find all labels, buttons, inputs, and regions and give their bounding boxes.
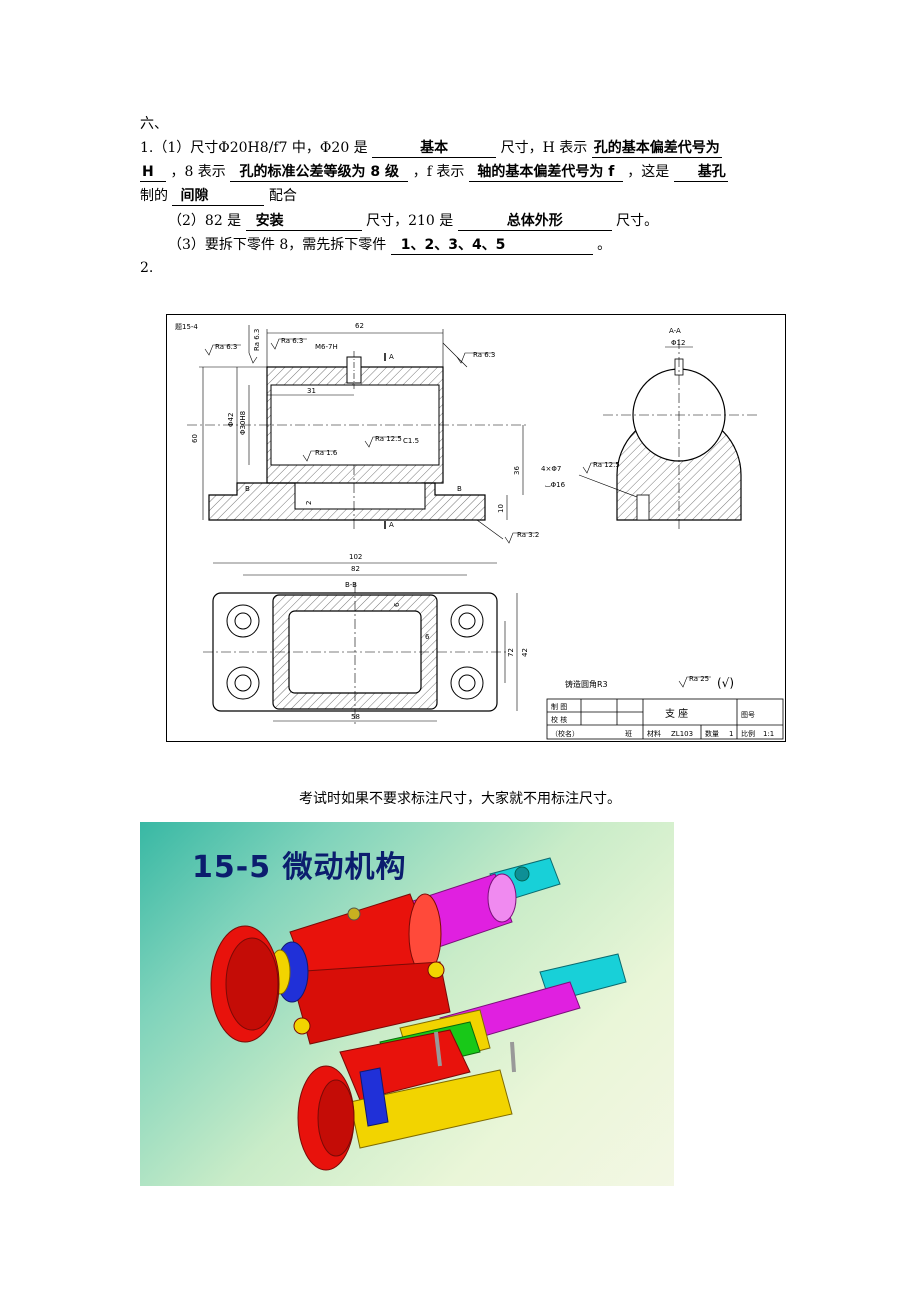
- counterbore-callout: ⌴Φ16: [545, 481, 566, 489]
- q1-line-2: H ，8 表示 孔的标准公差等级为 8 级 ，f 表示 轴的基本偏差代号为 f …: [140, 162, 728, 182]
- section-marker-b-right: B: [457, 485, 462, 493]
- roughness-7: Ra 12.5: [593, 461, 620, 469]
- title-material: ZL103: [671, 730, 693, 738]
- title-scale: 1:1: [763, 730, 774, 738]
- side-section-view: [578, 339, 757, 530]
- top-section-view: [203, 562, 518, 725]
- roughness-3: Ra 6.3: [473, 351, 495, 359]
- title-drawing-no: 图号: [741, 711, 755, 719]
- answer-210: 总体外形: [457, 212, 612, 231]
- thread-callout: M6-7H: [315, 343, 338, 351]
- title-drawn: 制 图: [551, 702, 567, 711]
- title-qty: 1: [729, 730, 733, 738]
- holes-callout: 4×Φ7: [541, 465, 561, 473]
- roughness-general: Ra 25: [689, 675, 709, 683]
- roughness-6: Ra 12.5: [375, 435, 402, 443]
- title-class: 班: [625, 729, 632, 738]
- title-checked: 校 核: [551, 715, 567, 724]
- dim-58: 58: [351, 713, 360, 721]
- section-number: 六、: [140, 116, 168, 132]
- q1-text: （2）82 是: [168, 213, 242, 229]
- dim-72: 72: [507, 648, 515, 657]
- problem-id: 题15-4: [175, 323, 198, 331]
- dim-42-top: 42: [521, 648, 529, 657]
- q1-text: 。: [597, 237, 612, 253]
- answer-h: 孔的基本偏差代号为: [591, 140, 722, 158]
- section-marker-a-bottom: A: [389, 521, 394, 529]
- roughness-5: Ra 1.6: [315, 449, 338, 457]
- q1-text: 配合: [268, 188, 297, 204]
- dim-phi12: Φ12: [671, 339, 685, 347]
- roughness-2: Ra 6.3: [281, 337, 303, 345]
- drawing-canvas: 题15-4: [175, 322, 784, 740]
- q1-text: 制的: [140, 188, 168, 204]
- answer-system: 基孔: [673, 163, 728, 182]
- dim-2: 2: [305, 501, 313, 505]
- exam-note: 考试时如果不要求标注尺寸，大家就不用标注尺寸。: [299, 791, 621, 807]
- roughness-4: Ra 6.3: [253, 329, 261, 351]
- q1-part-2: （2）82 是 安装 尺寸，210 是 总体外形 尺寸。: [168, 211, 658, 231]
- micro-mechanism-render: 15-5 微动机构: [140, 822, 674, 1186]
- roughness-1: Ra 6.3: [215, 343, 237, 351]
- q1-text: 尺寸，H 表示: [500, 140, 588, 156]
- answer-8: 孔的标准公差等级为 8 级: [230, 163, 409, 182]
- dim-31: 31: [307, 387, 316, 395]
- answer-parts: 1、2、3、4、5: [390, 236, 593, 255]
- section-label-aa: A-A: [669, 327, 681, 335]
- casting-note: 铸造圆角R3: [565, 679, 608, 689]
- engineering-drawing: 题15-4: [166, 314, 786, 742]
- q1-text: 尺寸，210 是: [366, 213, 454, 229]
- render-illustration: [210, 857, 627, 1171]
- dim-82: 82: [351, 565, 360, 573]
- dim-36: 36: [513, 466, 521, 475]
- title-block: [546, 698, 784, 740]
- dim-62: 62: [355, 322, 364, 330]
- answer-fit: 间隙: [172, 187, 265, 206]
- q1-part-3: （3）要拆下零件 8，需先拆下零件 1、2、3、4、5 。: [168, 235, 611, 255]
- answer-h-cont: H: [140, 163, 166, 182]
- section-marker-a-top: A: [389, 353, 394, 361]
- dim-102: 102: [349, 553, 362, 561]
- title-school: （校名）: [551, 729, 579, 738]
- answer-f: 轴的基本偏差代号为 f: [468, 163, 623, 182]
- q1-text: ，这是: [627, 164, 670, 180]
- answer-basic: 基本: [372, 139, 497, 158]
- dim-phi42: Φ42: [227, 413, 235, 427]
- chamfer-callout: C1.5: [403, 437, 419, 445]
- q1-text: 尺寸。: [616, 213, 659, 229]
- title-part-name: 支 座: [665, 707, 688, 720]
- q1-line-1: 1.（1）尺寸Φ20H8/f7 中，Φ20 是 基本 尺寸，H 表示 孔的基本偏…: [140, 138, 722, 158]
- dim-60: 60: [191, 434, 199, 443]
- roughness-other-icon: (√): [717, 676, 734, 690]
- dim-10: 10: [497, 504, 505, 513]
- section-marker-b-left: B: [245, 485, 250, 493]
- dim-phi30h8: Φ30H8: [239, 411, 247, 435]
- roughness-8: Ra 3.2: [517, 531, 539, 539]
- q1-text: ，8 表示: [170, 164, 226, 180]
- answer-82: 安装: [245, 212, 362, 231]
- title-qty-label: 数量: [705, 729, 719, 738]
- q2-number: 2.: [140, 260, 154, 276]
- q1-line-3: 制的 间隙 配合: [140, 186, 297, 206]
- section-label-bb: B-B: [345, 581, 357, 589]
- q1-text: 1.（1）尺寸Φ20H8/f7 中，Φ20 是: [140, 140, 368, 156]
- front-section-view: [187, 329, 527, 540]
- title-material-label: 材料: [647, 729, 661, 738]
- dim-6-a: 6: [393, 602, 401, 607]
- dim-6-b: 6: [425, 633, 430, 641]
- q1-text: （3）要拆下零件 8，需先拆下零件: [168, 237, 387, 253]
- render-title: 15-5 微动机构: [192, 850, 407, 885]
- q1-text: ，f 表示: [412, 164, 465, 180]
- title-scale-label: 比例: [741, 729, 755, 738]
